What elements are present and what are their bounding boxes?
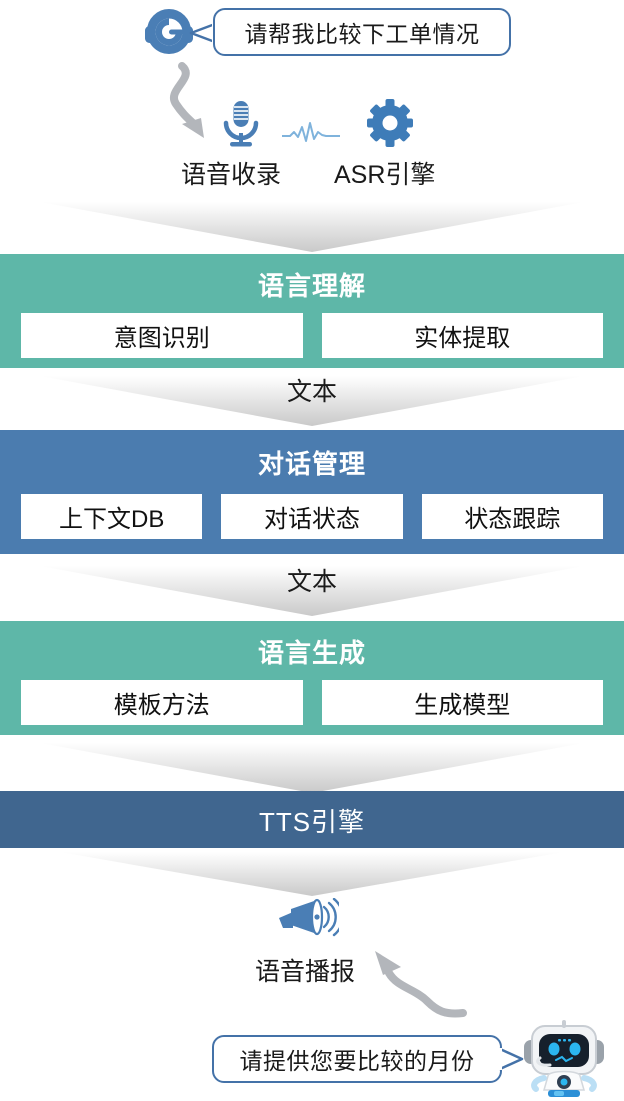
robot-avatar-icon <box>518 1014 610 1100</box>
output-label: 语音播报 <box>255 958 356 986</box>
flow-arrow-4 <box>0 737 624 795</box>
microphone-icon <box>219 100 263 148</box>
speaker-icon <box>277 897 344 942</box>
flow-arrow-label: 文本 <box>286 568 337 596</box>
capture-label-voice: 语音收录 <box>181 161 282 189</box>
stage-title: 对话管理 <box>257 449 366 479</box>
stage-sub-box[interactable]: 生成模型 <box>321 680 603 725</box>
stage-band-dialog-management: 对话管理 上下文DB 对话状态 状态跟踪 <box>0 430 624 554</box>
stage-band-tts-engine: TTS引擎 <box>0 791 624 848</box>
stage-sub-box[interactable]: 对话状态 <box>221 494 403 539</box>
bot-bubble-tail <box>498 1046 526 1072</box>
flow-arrow-5 <box>0 850 624 898</box>
user-bubble-text: 请帮我比较下工单情况 <box>244 21 480 47</box>
stage-sub-box[interactable]: 上下文DB <box>21 494 203 539</box>
stage-title: TTS引擎 <box>258 807 366 837</box>
stage-title: 语言生成 <box>257 638 366 668</box>
curved-arrow-up-icon <box>367 945 475 1023</box>
stage-sub-box[interactable]: 状态跟踪 <box>421 494 603 539</box>
flow-arrow-2: 文本 <box>0 370 624 428</box>
bot-speech-bubble: 请提供您要比较的月份 <box>212 1035 502 1083</box>
curved-arrow-down-icon <box>152 62 232 150</box>
stage-sub-box[interactable]: 实体提取 <box>321 313 603 358</box>
stage-band-language-generation: 语言生成 模板方法 生成模型 <box>0 621 624 735</box>
user-speech-bubble: 请帮我比较下工单情况 <box>213 8 511 56</box>
stage-sub-box[interactable]: 意图识别 <box>21 313 303 358</box>
stage-title: 语言理解 <box>257 271 366 301</box>
gear-icon <box>367 99 413 147</box>
capture-label-asr: ASR引擎 <box>334 161 436 189</box>
stage-sub-box[interactable]: 模板方法 <box>21 680 303 725</box>
bot-bubble-text: 请提供您要比较的月份 <box>239 1048 475 1074</box>
stage-band-language-understanding: 语言理解 意图识别 实体提取 <box>0 254 624 368</box>
flow-arrow-1 <box>0 196 624 254</box>
waveform-icon <box>281 120 341 146</box>
flow-arrow-3: 文本 <box>0 560 624 618</box>
flow-arrow-label: 文本 <box>286 378 337 406</box>
headset-icon <box>142 6 200 58</box>
